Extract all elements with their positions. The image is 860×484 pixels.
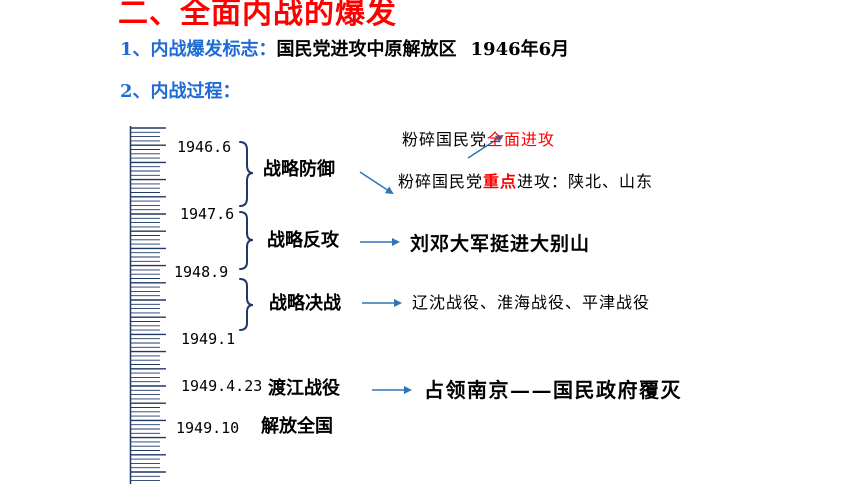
stage-counter: 战略反攻 xyxy=(267,230,339,251)
result-river: 占领南京——国民政府覆灭 xyxy=(424,378,682,402)
timeline-ruler xyxy=(129,126,166,484)
date-1949-4-23: 1949.4.23 xyxy=(181,377,263,395)
result-counter: 刘邓大军挺进大别山 xyxy=(410,233,591,255)
stage-defense: 战略防御 xyxy=(263,159,335,180)
outbreak-text: 国民党进攻中原解放区 xyxy=(276,39,457,60)
date-1949-10: 1949.10 xyxy=(176,419,240,437)
outbreak-label: 1、内战爆发标志： xyxy=(120,39,277,60)
date-1949-1: 1949.1 xyxy=(181,330,236,348)
result-key-attack-text: 粉碎国民党 xyxy=(398,172,484,191)
brace-defense xyxy=(239,141,254,207)
result-key-attack-locations: 进攻：陕北、山东 xyxy=(517,172,654,191)
result-decisive: 辽沈战役、淮海战役、平津战役 xyxy=(412,293,651,312)
date-1946-6: 1946.6 xyxy=(177,138,232,156)
result-key-attack: 粉碎国民党重点进攻：陕北、山东 xyxy=(398,172,653,192)
stage-liberate-nation: 解放全国 xyxy=(261,416,333,437)
date-1947-6: 1947.6 xyxy=(180,205,235,223)
result-full-attack-highlight: 全面进攻 xyxy=(487,130,556,149)
date-1948-9: 1948.9 xyxy=(174,263,229,281)
page-title: 二、全面内战的爆发 xyxy=(118,0,397,31)
arrow-defense xyxy=(359,171,394,195)
result-full-attack: 粉碎国民党全面进攻 xyxy=(402,130,555,150)
brace-decisive xyxy=(239,278,254,331)
result-full-attack-text: 粉碎国民党 xyxy=(402,130,488,149)
stage-decisive: 战略决战 xyxy=(269,293,341,314)
outbreak-line: 1、内战爆发标志：国民党进攻中原解放区 1946年6月 xyxy=(120,38,569,62)
arrow-full-attack xyxy=(467,134,504,159)
stage-river-crossing: 渡江战役 xyxy=(268,378,340,399)
result-key-attack-highlight: 重点 xyxy=(483,172,518,191)
process-label: 2、内战过程： xyxy=(120,81,241,102)
outbreak-date: 1946年6月 xyxy=(470,39,570,60)
brace-counter xyxy=(239,211,254,270)
